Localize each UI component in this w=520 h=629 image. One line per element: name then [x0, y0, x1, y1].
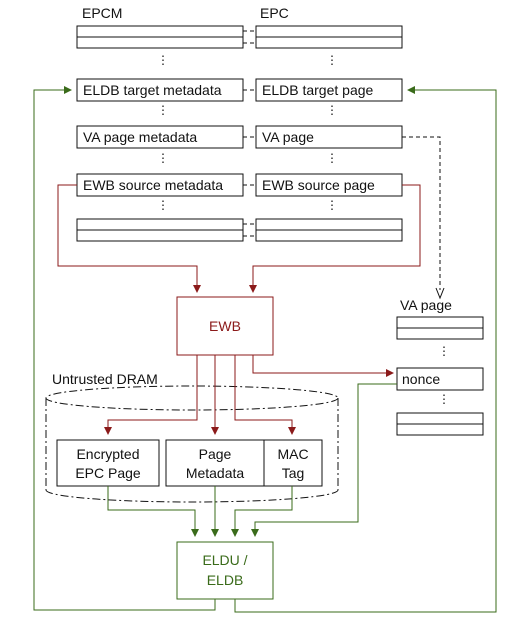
untrusted-dram-cylinder — [45, 385, 339, 503]
nonce-box — [396, 367, 484, 391]
va-page-label: VA page — [262, 129, 314, 145]
ellipsis-7: ⋮ — [157, 198, 169, 212]
mac-to-eldu-arrow — [231, 486, 293, 537]
page-metadata-line1: Page — [199, 446, 232, 462]
ewb-source-page-label: EWB source page — [262, 177, 375, 193]
ewb-source-page-arrow — [249, 184, 421, 293]
encrypted-epc-page-box — [56, 439, 160, 487]
eldb-target-page-box — [255, 78, 403, 102]
eldb-target-metadata-label: ELDB target metadata — [83, 82, 222, 98]
eldu-line1: ELDU / — [202, 552, 247, 568]
bottom-rows — [76, 218, 403, 242]
epcm-header: EPCM — [82, 5, 122, 21]
eldu-to-target-metadata-arrow — [33, 86, 216, 611]
ewb-to-encrypted-arrow — [104, 355, 198, 435]
mac-tag-line1: MAC — [277, 446, 308, 462]
ellipsis-9: ⋮ — [438, 344, 450, 358]
ewb-box — [176, 296, 274, 356]
ellipsis-8: ⋮ — [326, 198, 338, 212]
eldu-to-target-page-arrow — [234, 86, 497, 613]
mac-tag-box — [263, 439, 323, 487]
mac-tag-line2: Tag — [282, 465, 305, 481]
ellipsis-1: ⋮ — [157, 53, 169, 67]
page-metadata-line2: Metadata — [186, 465, 245, 481]
ellipsis-2: ⋮ — [326, 53, 338, 67]
ewb-source-metadata-arrow — [57, 184, 201, 293]
epc-header: EPC — [260, 5, 289, 21]
ewb-source-metadata-label: EWB source metadata — [83, 177, 223, 193]
untrusted-dram-label: Untrusted DRAM — [52, 371, 158, 387]
ewb-to-nonce-arrow — [252, 355, 394, 377]
va-page-right-header: VA page — [400, 297, 452, 313]
ellipsis-4: ⋮ — [326, 103, 338, 117]
eldu-eldb-box — [176, 541, 274, 600]
eldb-target-page-label: ELDB target page — [262, 82, 374, 98]
ellipsis-6: ⋮ — [326, 151, 338, 165]
va-page-dashed-link — [402, 136, 441, 290]
ellipsis-10: ⋮ — [438, 392, 450, 406]
nonce-label: nonce — [402, 371, 440, 387]
ewb-to-mac-arrow — [234, 355, 296, 435]
ellipsis-3: ⋮ — [157, 103, 169, 117]
encrypted-line2: EPC Page — [75, 465, 141, 481]
ellipsis-5: ⋮ — [157, 151, 169, 165]
top-rows — [76, 25, 403, 49]
va-page-metadata-label: VA page metadata — [83, 129, 197, 145]
eldu-line2: ELDB — [207, 572, 244, 588]
encrypted-to-eldu-arrow — [107, 486, 199, 537]
ewb-label: EWB — [209, 318, 241, 334]
nonce-to-eldu-arrow — [251, 383, 397, 537]
encrypted-line1: Encrypted — [76, 446, 139, 462]
